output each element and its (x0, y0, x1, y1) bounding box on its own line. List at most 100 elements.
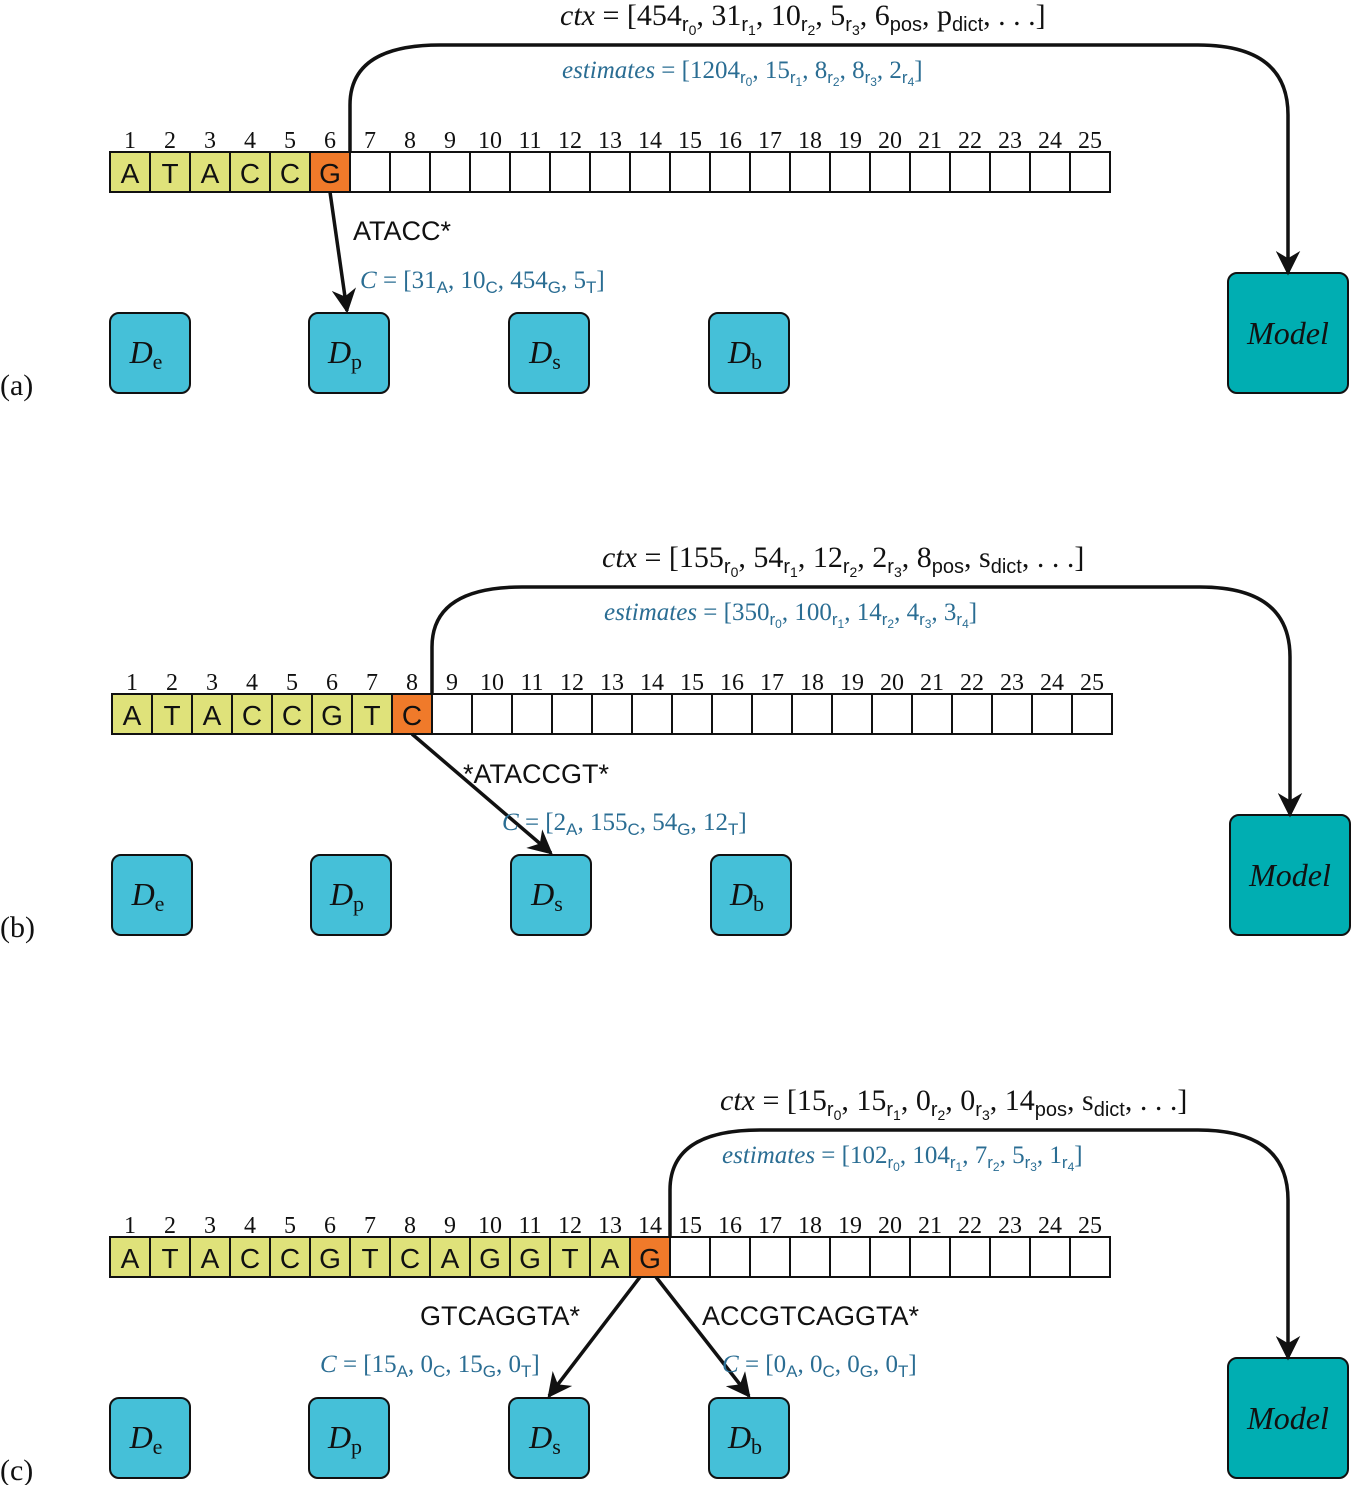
cell-letter: G (319, 158, 341, 189)
dictionary-box-b (710, 854, 792, 936)
sequence-cell (829, 1236, 871, 1278)
cell-index: 22 (960, 670, 984, 696)
cell-index: 21 (918, 1213, 942, 1239)
cell-letter: G (519, 1243, 541, 1274)
cell-index: 7 (364, 1213, 376, 1239)
sequence-cell (789, 151, 831, 193)
context-pattern: ACCGTCAGGTA* (702, 1301, 920, 1331)
cell-letter: C (280, 1243, 300, 1274)
dictionary-label: Ds (530, 876, 563, 916)
cell-index: 16 (718, 1213, 742, 1239)
sequence-cell (309, 1236, 351, 1278)
cell-index: 22 (958, 128, 982, 154)
panel-label: (c) (0, 1454, 33, 1485)
cell-letter: T (163, 700, 180, 731)
cell-letter: C (402, 700, 422, 731)
dictionary-label: Dp (329, 876, 364, 916)
cell-index: 25 (1078, 1213, 1102, 1239)
cell-letter: A (123, 700, 142, 731)
sequence-cell (269, 1236, 311, 1278)
dictionary-box-e (109, 1397, 191, 1479)
cell-letter: C (280, 158, 300, 189)
cell-index: 2 (166, 670, 178, 696)
sequence-cell (431, 693, 473, 735)
sequence-cell (149, 151, 191, 193)
sequence-cell (549, 151, 591, 193)
dictionary-box-p (310, 854, 392, 936)
cell-index: 24 (1038, 1213, 1062, 1239)
ctx-formula: ctx = [454r0​, 31r1​, 10r2​, 5r3​, 6pos​… (560, 0, 1046, 38)
cell-letter: A (201, 1243, 220, 1274)
sequence-cell (871, 693, 913, 735)
dictionary-box-e (111, 854, 193, 936)
cell-letter: A (441, 1243, 460, 1274)
dictionary-box-b (708, 312, 790, 394)
sequence-cell (909, 151, 951, 193)
cell-index: 15 (678, 1213, 702, 1239)
cell-index: 1 (124, 128, 136, 154)
dictionary-label: De (131, 876, 165, 916)
sequence-cell (109, 1236, 151, 1278)
cell-index: 9 (446, 670, 458, 696)
cell-index: 13 (600, 670, 624, 696)
cell-index: 14 (640, 670, 664, 696)
dictionary-label: Dp (327, 334, 362, 374)
sequence-cell (669, 1236, 711, 1278)
sequence-cell (631, 693, 673, 735)
sequence-cell (1029, 1236, 1071, 1278)
cell-index: 1 (124, 1213, 136, 1239)
sequence-cell (1071, 693, 1113, 735)
context-pattern: ATACC* (353, 216, 451, 246)
dictionary-box-s (508, 1397, 590, 1479)
cell-index: 14 (638, 128, 662, 154)
cell-index: 12 (558, 128, 582, 154)
cell-index: 17 (758, 128, 782, 154)
cell-index: 17 (758, 1213, 782, 1239)
context-pattern: *ATACCGT* (463, 759, 610, 789)
dictionary-box-b (708, 1397, 790, 1479)
sequence-cell (111, 693, 153, 735)
sequence-cell (351, 693, 393, 735)
cell-letter: T (363, 700, 380, 731)
estimates-formula: estimates = [102r0​, 104r1​, 7r2​, 5r3​,… (722, 1142, 1083, 1174)
context-arrow (668, 1128, 1301, 1361)
cell-index: 11 (520, 670, 543, 696)
sequence-cell (831, 693, 873, 735)
sequence-cell (909, 1236, 951, 1278)
cell-letter: A (121, 1243, 140, 1274)
cell-index: 20 (878, 128, 902, 154)
cell-index: 3 (206, 670, 218, 696)
sequence-cell (389, 151, 431, 193)
cell-index: 4 (244, 1213, 256, 1239)
sequence-cell (991, 693, 1033, 735)
sequence-cell (1069, 151, 1111, 193)
cell-index: 24 (1038, 128, 1062, 154)
sequence-cell (109, 151, 151, 193)
cell-index: 8 (404, 1213, 416, 1239)
sequence-cell (711, 693, 753, 735)
cell-letter: T (561, 1243, 578, 1274)
cell-index: 14 (638, 1213, 662, 1239)
cell-index: 23 (998, 128, 1022, 154)
cell-index: 25 (1080, 670, 1104, 696)
sequence-cell (749, 151, 791, 193)
cell-index: 6 (324, 128, 336, 154)
sequence-cell (949, 1236, 991, 1278)
cell-index: 8 (406, 670, 418, 696)
cell-index: 13 (598, 1213, 622, 1239)
cell-index: 11 (518, 1213, 541, 1239)
context-arrow (430, 585, 1303, 818)
cell-index: 5 (286, 670, 298, 696)
cell-index: 2 (164, 1213, 176, 1239)
cell-letter: A (601, 1243, 620, 1274)
cell-index: 12 (558, 1213, 582, 1239)
count-vector: C = [2A​, 155C​, 54G​, 12T​] (502, 809, 747, 839)
lookup-arrow (547, 1275, 642, 1398)
cell-index: 8 (404, 128, 416, 154)
dictionary-box-p (308, 1397, 390, 1479)
cell-letter: C (240, 158, 260, 189)
dictionary-box-e (109, 312, 191, 394)
sequence-cell (389, 1236, 431, 1278)
cell-index: 12 (560, 670, 584, 696)
